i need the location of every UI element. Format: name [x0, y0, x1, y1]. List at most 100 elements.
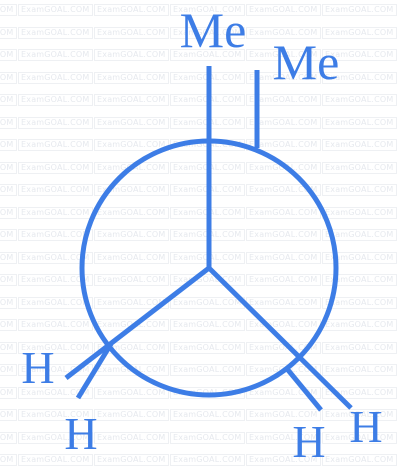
- watermark-text: ExamGOAL.COM: [94, 71, 169, 84]
- watermark-text: ExamGOAL.COM: [170, 431, 245, 444]
- watermark-text: ExamGOAL.COM: [246, 4, 321, 16]
- watermark-text: ExamGOAL.COM: [18, 4, 93, 16]
- watermark-text: ExamGOAL.COM: [94, 26, 169, 39]
- watermark-text: ExamGOAL.COM: [94, 229, 169, 241]
- watermark-text: ExamGOAL.COM: [170, 409, 245, 421]
- watermark-text: ExamGOAL.COM: [246, 454, 321, 466]
- watermark-text: ExamGOAL.COM: [246, 251, 321, 264]
- watermark-text: ExamGOAL.COM: [18, 26, 93, 39]
- watermark-text: ExamGOAL.COM: [0, 454, 17, 466]
- watermark-text: ExamGOAL.COM: [322, 116, 397, 129]
- watermark-text: ExamGOAL.COM: [246, 184, 321, 196]
- watermark-text: ExamGOAL.COM: [322, 4, 397, 16]
- front-bond-lower-right: [207, 266, 353, 410]
- watermark-text: ExamGOAL.COM: [322, 26, 397, 39]
- watermark-text: ExamGOAL.COM: [18, 274, 93, 286]
- watermark-text: ExamGOAL.COM: [170, 274, 245, 286]
- watermark-text: ExamGOAL.COM: [94, 409, 169, 421]
- watermark-text: ExamGOAL.COM: [94, 431, 169, 444]
- watermark-text: ExamGOAL.COM: [0, 139, 17, 151]
- back-lower-left-substituent-label: H: [64, 408, 97, 459]
- watermark-text: ExamGOAL.COM: [94, 116, 169, 129]
- watermark-text: ExamGOAL.COM: [18, 94, 93, 106]
- watermark-text: ExamGOAL.COM: [322, 454, 397, 466]
- front-bond-lower-left: [64, 266, 211, 380]
- watermark-text: ExamGOAL.COM: [322, 229, 397, 241]
- watermark-text: ExamGOAL.COM: [0, 161, 17, 174]
- watermark-text: ExamGOAL.COM: [0, 116, 17, 129]
- back-up-substituent-label: Me: [273, 34, 340, 90]
- watermark-text: ExamGOAL.COM: [94, 341, 169, 354]
- watermark-text: ExamGOAL.COM: [18, 229, 93, 241]
- watermark-text: ExamGOAL.COM: [170, 26, 245, 39]
- watermark-text: ExamGOAL.COM: [18, 409, 93, 421]
- watermark-text: ExamGOAL.COM: [0, 251, 17, 264]
- watermark-text: ExamGOAL.COM: [246, 386, 321, 399]
- watermark-text: ExamGOAL.COM: [18, 184, 93, 196]
- front-lower-right-substituent-label: H: [349, 401, 382, 452]
- watermark-text: ExamGOAL.COM: [246, 409, 321, 421]
- watermark-text: ExamGOAL.COM: [322, 296, 397, 309]
- watermark-text: ExamGOAL.COM: [170, 364, 245, 376]
- watermark-text: ExamGOAL.COM: [94, 139, 169, 151]
- watermark-text: ExamGOAL.COM: [18, 319, 93, 331]
- watermark-text: ExamGOAL.COM: [94, 49, 169, 61]
- watermark-text: ExamGOAL.COM: [94, 184, 169, 196]
- watermark-text: ExamGOAL.COM: [94, 4, 169, 16]
- watermark-text: ExamGOAL.COM: [0, 94, 17, 106]
- watermark-text: ExamGOAL.COM: [322, 184, 397, 196]
- watermark-text: ExamGOAL.COM: [94, 386, 169, 399]
- watermark-text: ExamGOAL.COM: [18, 296, 93, 309]
- watermark-text: ExamGOAL.COM: [170, 319, 245, 331]
- watermark-text: ExamGOAL.COM: [94, 454, 169, 466]
- watermark-text: ExamGOAL.COM: [170, 49, 245, 61]
- watermark-text: ExamGOAL.COM: [18, 161, 93, 174]
- watermark-text: ExamGOAL.COM: [18, 251, 93, 264]
- watermark-text: ExamGOAL.COM: [246, 206, 321, 219]
- watermark-text: ExamGOAL.COM: [0, 71, 17, 84]
- watermark-text: ExamGOAL.COM: [0, 341, 17, 354]
- watermark-text: ExamGOAL.COM: [246, 116, 321, 129]
- watermark-text: ExamGOAL.COM: [18, 49, 93, 61]
- watermark-text: ExamGOAL.COM: [0, 431, 17, 444]
- watermark-text: ExamGOAL.COM: [0, 386, 17, 399]
- watermark-text: ExamGOAL.COM: [322, 49, 397, 61]
- watermark-text: ExamGOAL.COM: [18, 386, 93, 399]
- watermark-text: ExamGOAL.COM: [322, 274, 397, 286]
- watermark-text: ExamGOAL.COM: [0, 184, 17, 196]
- watermark-text: ExamGOAL.COM: [18, 341, 93, 354]
- watermark-text: ExamGOAL.COM: [322, 139, 397, 151]
- watermark-text: ExamGOAL.COM: [322, 364, 397, 376]
- watermark-text: ExamGOAL.COM: [246, 229, 321, 241]
- watermark-text: ExamGOAL.COM: [246, 71, 321, 84]
- front-lower-left-substituent-label: H: [21, 342, 54, 393]
- back-lower-right-substituent-label: H: [292, 416, 325, 467]
- watermark-text: ExamGOAL.COM: [322, 71, 397, 84]
- watermark-text: ExamGOAL.COM: [18, 71, 93, 84]
- watermark-text: ExamGOAL.COM: [0, 364, 17, 376]
- watermark-text: ExamGOAL.COM: [246, 94, 321, 106]
- watermark-text: ExamGOAL.COM: [322, 251, 397, 264]
- watermark-text: ExamGOAL.COM: [18, 364, 93, 376]
- watermark-text: ExamGOAL.COM: [18, 139, 93, 151]
- watermark-text: ExamGOAL.COM: [18, 454, 93, 466]
- watermark-text: ExamGOAL.COM: [0, 229, 17, 241]
- watermark-text: ExamGOAL.COM: [322, 341, 397, 354]
- watermark-text: ExamGOAL.COM: [0, 274, 17, 286]
- watermark-text: ExamGOAL.COM: [0, 4, 17, 16]
- watermark-text: ExamGOAL.COM: [0, 26, 17, 39]
- watermark-text: ExamGOAL.COM: [246, 431, 321, 444]
- back-bond-lower-right: [286, 368, 323, 412]
- watermark-text: ExamGOAL.COM: [0, 319, 17, 331]
- watermark-text: ExamGOAL.COM: [322, 161, 397, 174]
- watermark-text: ExamGOAL.COM: [322, 386, 397, 399]
- watermark-text: ExamGOAL.COM: [0, 49, 17, 61]
- watermark-text: ExamGOAL.COM: [322, 409, 397, 421]
- watermark-text: ExamGOAL.COM: [18, 116, 93, 129]
- watermark-text: ExamGOAL.COM: [246, 274, 321, 286]
- watermark-text: ExamGOAL.COM: [94, 251, 169, 264]
- watermark-text: ExamGOAL.COM: [322, 94, 397, 106]
- watermark-text: ExamGOAL.COM: [18, 431, 93, 444]
- watermark-text: ExamGOAL.COM: [170, 341, 245, 354]
